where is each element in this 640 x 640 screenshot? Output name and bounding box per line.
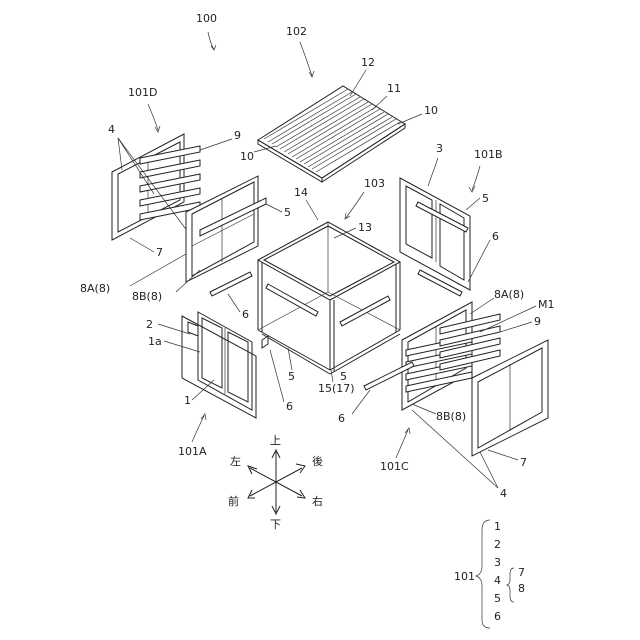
- leader-101a: [192, 416, 204, 442]
- label-5-bottom-mid: 5: [340, 370, 347, 383]
- label-101d: 101D: [128, 86, 157, 99]
- label-10-right: 10: [424, 104, 438, 117]
- legend-item: 5: [494, 592, 501, 605]
- figure-ref-leader: [208, 32, 214, 50]
- label-m1: M1: [538, 298, 555, 311]
- leader-5-top-left: [266, 204, 282, 212]
- label-8b-right: 8B(8): [436, 410, 466, 423]
- label-101a: 101A: [178, 445, 207, 458]
- leader-101b: [472, 166, 480, 190]
- legend-parent: 101: [454, 570, 475, 583]
- label-12: 12: [361, 56, 375, 69]
- arrow-101b: [469, 186, 475, 192]
- leader-3: [428, 158, 438, 186]
- label-6-right: 6: [492, 230, 499, 243]
- label-7-right: 7: [520, 456, 527, 469]
- label-11: 11: [387, 82, 401, 95]
- legend-sub-items: 78: [518, 566, 525, 595]
- label-2: 2: [146, 318, 153, 331]
- rail-6-left: [210, 272, 252, 296]
- label-5-right: 5: [482, 192, 489, 205]
- frame-box: [258, 222, 400, 374]
- label-3: 3: [436, 142, 443, 155]
- leader-5-right: [466, 198, 480, 210]
- leader-9-top: [200, 139, 232, 150]
- panel-101a: [182, 312, 268, 418]
- dir-down: 下: [270, 518, 281, 531]
- label-5-top-left: 5: [284, 206, 291, 219]
- legend-items: 1 2 3 4 5 6: [494, 520, 501, 623]
- legend-item: 3: [494, 556, 501, 569]
- label-roof: 102: [286, 25, 307, 38]
- label-6-left: 6: [242, 308, 249, 321]
- leader-101c: [396, 430, 408, 458]
- dir-front: 前: [228, 494, 239, 508]
- leader-6-bottom-left: [270, 350, 284, 402]
- leader-7-left: [130, 238, 154, 252]
- leader-12: [350, 70, 366, 96]
- label-4-bottom: 4: [500, 487, 507, 500]
- label-7-left: 7: [156, 246, 163, 259]
- label-6-bottom-left: 6: [286, 400, 293, 413]
- label-box: 103: [364, 177, 385, 190]
- leader-9-right: [500, 322, 532, 332]
- label-6-front: 6: [338, 412, 345, 425]
- label-9-top: 9: [234, 129, 241, 142]
- leader-8a-right: [470, 298, 494, 314]
- leader-6-right: [468, 240, 490, 282]
- leader-10-right: [398, 114, 422, 124]
- legend-item: 4: [494, 574, 501, 587]
- label-13: 13: [358, 221, 372, 234]
- legend-sub-brace: [507, 568, 514, 602]
- legend-item: 8: [518, 582, 525, 595]
- leader-14: [306, 200, 318, 220]
- direction-compass: [248, 450, 305, 514]
- label-9-right: 9: [534, 315, 541, 328]
- label-1: 1: [184, 394, 191, 407]
- dir-right: 右: [312, 494, 323, 508]
- roof-unit: [258, 86, 405, 182]
- legend-item: 7: [518, 566, 525, 579]
- label-8b-left: 8B(8): [132, 290, 162, 303]
- leader-box: [346, 192, 364, 218]
- legend-brace: [476, 520, 490, 628]
- label-4-top: 4: [108, 123, 115, 136]
- leader-roof: [300, 42, 312, 76]
- leader-8b-right: [412, 404, 436, 414]
- panel-101b: [400, 178, 470, 290]
- dir-up: 上: [270, 434, 281, 447]
- floor-beam-5b: [340, 296, 390, 326]
- leader-13: [334, 228, 356, 238]
- dir-back: 後: [312, 454, 323, 468]
- legend-item: 1: [494, 520, 501, 533]
- label-101c: 101C: [380, 460, 409, 473]
- label-15: 15(17): [318, 382, 355, 395]
- label-10-left: 10: [240, 150, 254, 163]
- label-101b: 101B: [474, 148, 503, 161]
- leader-6-left: [228, 294, 240, 312]
- leader-101d: [148, 104, 158, 130]
- leader-7-right: [488, 450, 518, 460]
- leader-4-bottom-b: [480, 452, 498, 488]
- label-8a-left: 8A(8): [80, 282, 110, 295]
- label-8a-right: 8A(8): [494, 288, 524, 301]
- label-1a: 1a: [148, 335, 162, 348]
- dir-left: 左: [230, 455, 241, 468]
- legend-item: 2: [494, 538, 501, 551]
- label-14: 14: [294, 186, 308, 199]
- leader-15: [331, 370, 333, 382]
- figure-ref-label: 100: [196, 12, 217, 25]
- leader-6-front: [352, 390, 370, 414]
- label-5-bottom-left: 5: [288, 370, 295, 383]
- legend-item: 6: [494, 610, 501, 623]
